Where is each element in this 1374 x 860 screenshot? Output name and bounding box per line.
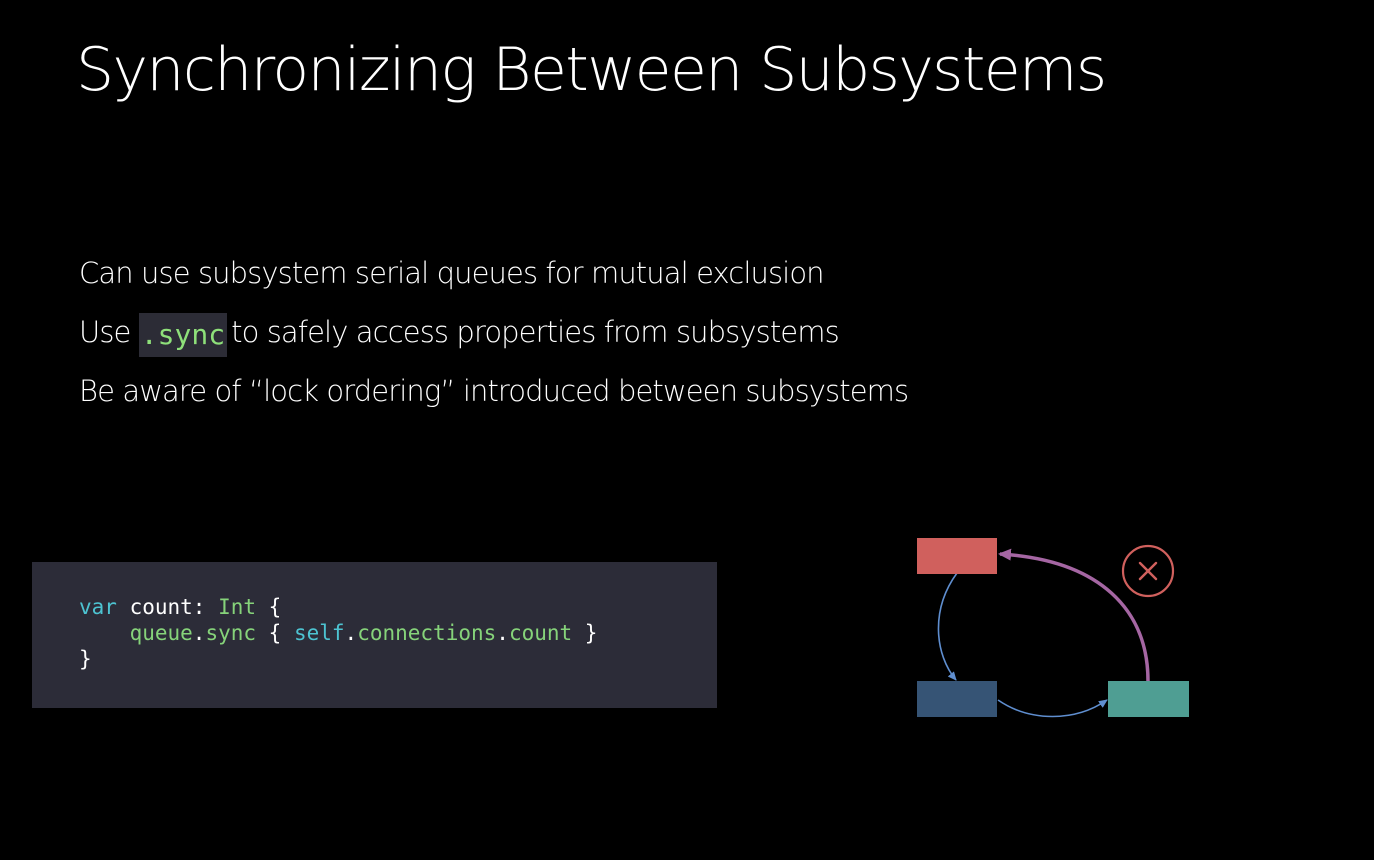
code-close-brace: } — [79, 647, 92, 671]
code-open-brace: { — [256, 595, 282, 619]
code-dot: . — [344, 621, 358, 645]
code-type-int: Int — [218, 595, 257, 619]
subsystem-box-top — [917, 538, 997, 574]
slide-title: Synchronizing Between Subsystems — [76, 35, 1107, 105]
code-queue: queue — [129, 621, 193, 645]
x-circle-icon — [1121, 544, 1175, 598]
code-property-name: count: — [116, 595, 219, 619]
code-dot: . — [496, 621, 509, 645]
code-closure-close: } — [572, 621, 598, 645]
code-sync: sync — [205, 621, 257, 645]
lock-ordering-diagram — [917, 538, 1189, 718]
inline-code-sync: .sync — [138, 313, 228, 357]
bullet-list: Can use subsystem serial queues for mutu… — [79, 244, 909, 421]
code-line-2: queue.sync { self.connections.count } — [79, 620, 717, 646]
arrow-bottom-left-to-bottom-right — [997, 699, 1108, 718]
code-closure-open: { — [256, 621, 294, 645]
arrow-bottom-right-to-top — [998, 548, 1150, 682]
subsystem-box-bottom-right — [1108, 681, 1189, 717]
code-count: count — [508, 621, 573, 645]
code-block: var count: Int { queue.sync { self.conne… — [32, 562, 717, 708]
code-line-3: } — [79, 646, 717, 672]
code-self: self — [293, 621, 345, 645]
code-keyword-var: var — [79, 595, 117, 619]
code-connections: connections — [357, 621, 497, 645]
code-indent — [79, 621, 130, 645]
code-line-1: var count: Int { — [79, 594, 717, 620]
bullet-serial-queues: Can use subsystem serial queues for mutu… — [79, 244, 908, 303]
bullet-lock-ordering: Be aware of “lock ordering” introduced b… — [79, 362, 909, 421]
bullet-use-sync-suffix: to safely access properties from subsyst… — [231, 315, 840, 349]
bullet-serial-queues-text: Can use subsystem serial queues for mutu… — [79, 256, 825, 290]
code-dot: . — [192, 621, 206, 645]
bullet-lock-ordering-text: Be aware of “lock ordering” introduced b… — [79, 374, 909, 408]
subsystem-box-bottom-left — [917, 681, 997, 717]
arrow-top-to-bottom-left — [937, 572, 958, 681]
bullet-use-sync-prefix: Use — [79, 315, 139, 349]
